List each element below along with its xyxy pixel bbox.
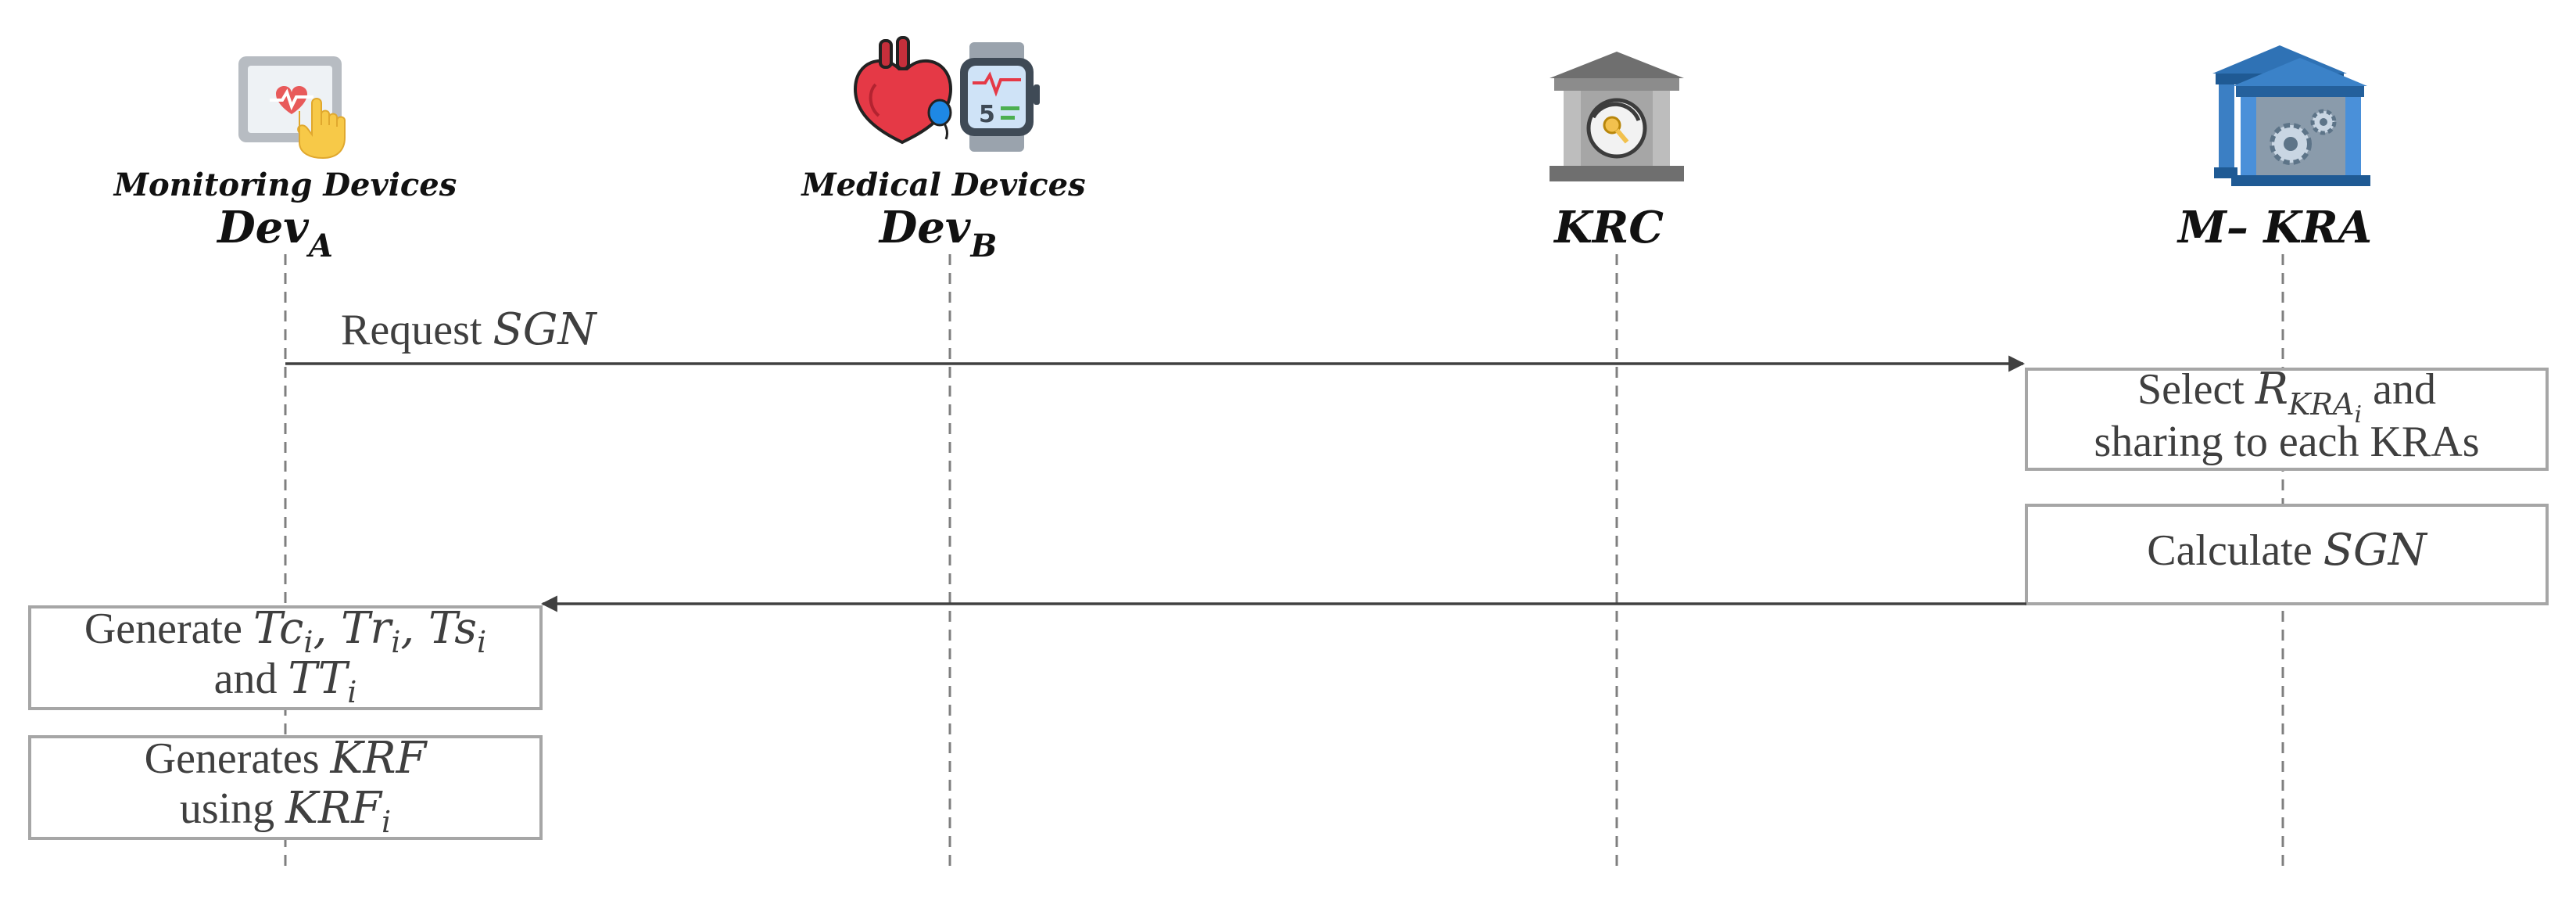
message-label-request-sgn: Request SGN: [341, 304, 598, 355]
actor-name-dev-b: DevB: [878, 202, 998, 264]
actor-role-dev-a: Monitoring Devices: [113, 167, 457, 203]
process-box-generate-tokens: Generate Tci, Tri, Tsi and TTi: [28, 603, 543, 710]
svg-text:Select RKRAi and: Select RKRAi and: [2137, 364, 2436, 429]
actor-name-m-kra: M– KRA: [2177, 202, 2372, 253]
process-box-select-rkra: Select RKRAi and sharing to each KRAs: [2025, 364, 2549, 471]
svg-text:and TTi: and TTi: [214, 653, 357, 709]
bank-key-icon: [1550, 52, 1684, 181]
svg-text:Generate Tci, Tri, Tsi: Generate Tci, Tri, Tsi: [84, 603, 486, 659]
process-box-generate-krf: Generates KRF using KRFi: [28, 733, 543, 840]
tablet-touch-heart-icon: [238, 56, 346, 160]
svg-text:sharing to each KRAs: sharing to each KRAs: [2094, 418, 2479, 466]
svg-text:Generates KRF: Generates KRF: [145, 733, 428, 784]
svg-text:using KRFi: using KRFi: [180, 783, 391, 839]
heart-smartwatch-icon: 5: [853, 36, 1040, 152]
process-box-calculate-sgn: Calculate SGN: [2025, 504, 2549, 605]
actor-name-krc: KRC: [1553, 202, 1664, 253]
bank-gear-icon: [2212, 45, 2370, 186]
actor-name-dev-a: DevA: [216, 202, 333, 264]
actor-role-dev-b: Medical Devices: [800, 167, 1085, 203]
svg-text:Calculate SGN: Calculate SGN: [2147, 525, 2428, 576]
svg-text:5: 5: [979, 101, 995, 128]
